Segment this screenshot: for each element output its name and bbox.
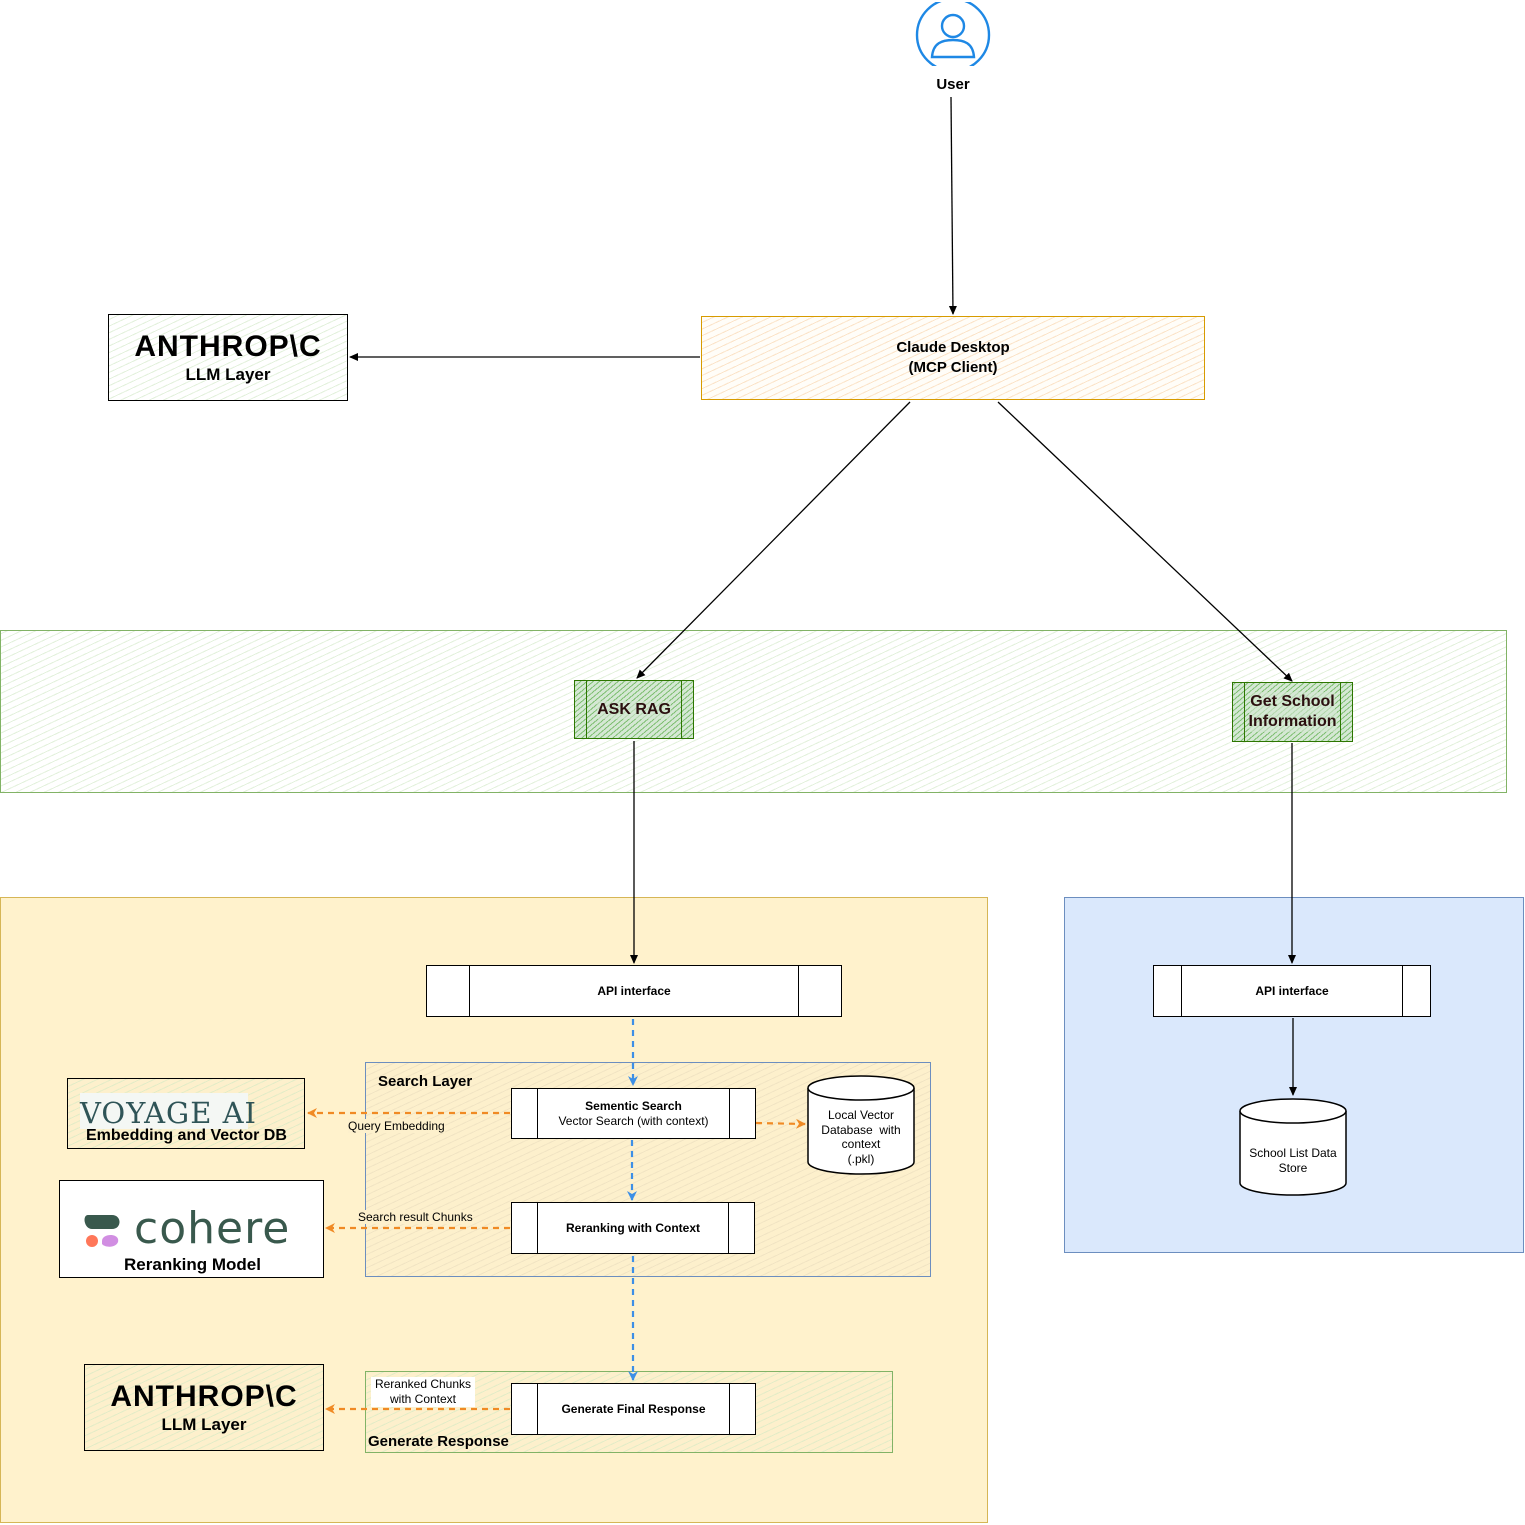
cohere-logo: cohere (134, 1203, 291, 1254)
generate-response-title: Generate Response (368, 1433, 509, 1450)
semantic-search-node[interactable]: Sementic Search Vector Search (with cont… (511, 1088, 756, 1139)
semantic-left-bar (537, 1089, 538, 1138)
school-api-left-bar (1181, 966, 1182, 1016)
claude-desktop-subtitle: (MCP Client) (908, 359, 998, 376)
rerank-left-bar (537, 1203, 538, 1253)
cohere-node[interactable]: cohere Reranking Model (59, 1180, 324, 1278)
user-node[interactable]: User (915, 2, 991, 94)
school-store-line1: School List Data (1249, 1146, 1337, 1160)
ask-rag-left-bar (586, 681, 587, 738)
school-store-text: School List Data Store (1238, 1146, 1348, 1176)
query-embedding-label: Query Embedding (348, 1119, 445, 1133)
school-tool-line2: Information (1248, 712, 1337, 732)
school-api-label: API interface (1255, 984, 1329, 998)
generate-left-bar (537, 1384, 538, 1434)
user-icon (915, 2, 991, 66)
school-tool-left-bar (1244, 683, 1245, 741)
semantic-search-subtitle: Vector Search (with context) (558, 1113, 709, 1128)
vector-db-line3: context (841, 1137, 881, 1151)
school-data-store[interactable]: School List Data Store (1238, 1097, 1348, 1197)
reranked-chunks-line2: with Context (389, 1392, 457, 1406)
vector-db-cylinder-shape (807, 1075, 915, 1175)
generate-right-bar (729, 1384, 730, 1434)
rag-api-right-bar (798, 966, 799, 1016)
generate-final-response-node[interactable]: Generate Final Response (511, 1383, 756, 1435)
school-api-right-bar (1402, 966, 1403, 1016)
voyage-ai-node[interactable]: VOYAGE AI Embedding and Vector DB (67, 1078, 305, 1149)
vector-db-text: Local Vector Database with context (.pkl… (806, 1108, 916, 1166)
school-tool-right-bar (1340, 683, 1341, 741)
rerank-right-bar (728, 1203, 729, 1253)
claude-desktop-title: Claude Desktop (896, 339, 1010, 356)
ask-rag-tool[interactable]: ASK RAG (574, 680, 694, 739)
cohere-mark-icon (84, 1215, 120, 1247)
vector-db-line2: Database with (821, 1122, 901, 1137)
voyage-ai-logo: VOYAGE AI (80, 1093, 256, 1130)
llm-layer-top[interactable]: ANTHROP\C LLM Layer (108, 314, 348, 401)
search-result-chunks-label: Search result Chunks (358, 1210, 473, 1224)
rag-api-left-bar (469, 966, 470, 1016)
ask-rag-label: ASK RAG (597, 700, 671, 719)
claude-desktop-node[interactable]: Claude Desktop (MCP Client) (701, 316, 1205, 400)
school-tool-line1: Get School (1250, 692, 1335, 712)
get-school-info-tool[interactable]: Get School Information (1232, 682, 1353, 742)
reranking-label: Reranking with Context (565, 1221, 700, 1235)
llm-layer-bottom[interactable]: ANTHROP\C LLM Layer (84, 1364, 324, 1451)
local-vector-db[interactable]: Local Vector Database with context (.pkl… (806, 1074, 916, 1176)
user-label: User (936, 76, 970, 93)
voyage-ai-label: Embedding and Vector DB (86, 1127, 287, 1144)
semantic-search-title: Sementic Search (585, 1098, 682, 1113)
generate-final-response-label: Generate Final Response (561, 1402, 706, 1416)
anthropic-logo-bottom: ANTHROP\C (110, 1379, 298, 1413)
anthropic-logo-top: ANTHROP\C (134, 329, 322, 363)
reranking-node[interactable]: Reranking with Context (511, 1202, 755, 1254)
cohere-label: Reranking Model (124, 1255, 261, 1274)
school-api-interface[interactable]: API interface (1153, 965, 1431, 1017)
reranked-chunks-line1: Reranked Chunks (374, 1377, 472, 1391)
semantic-right-bar (729, 1089, 730, 1138)
ask-rag-right-bar (681, 681, 682, 738)
vector-db-line4: (.pkl) (847, 1151, 875, 1166)
school-server-container (1064, 897, 1524, 1253)
rag-api-interface[interactable]: API interface (426, 965, 842, 1017)
vector-db-line1: Local Vector (827, 1108, 895, 1122)
llm-layer-top-label: LLM Layer (185, 364, 271, 384)
school-store-cylinder-shape (1239, 1098, 1347, 1196)
reranked-chunks-label: Reranked Chunks with Context (371, 1377, 475, 1407)
school-store-line2: Store (1278, 1161, 1308, 1175)
llm-layer-bottom-label: LLM Layer (161, 1414, 247, 1434)
search-layer-title: Search Layer (378, 1073, 473, 1090)
edge-user-to-client (948, 96, 957, 315)
rag-api-label: API interface (597, 984, 671, 998)
